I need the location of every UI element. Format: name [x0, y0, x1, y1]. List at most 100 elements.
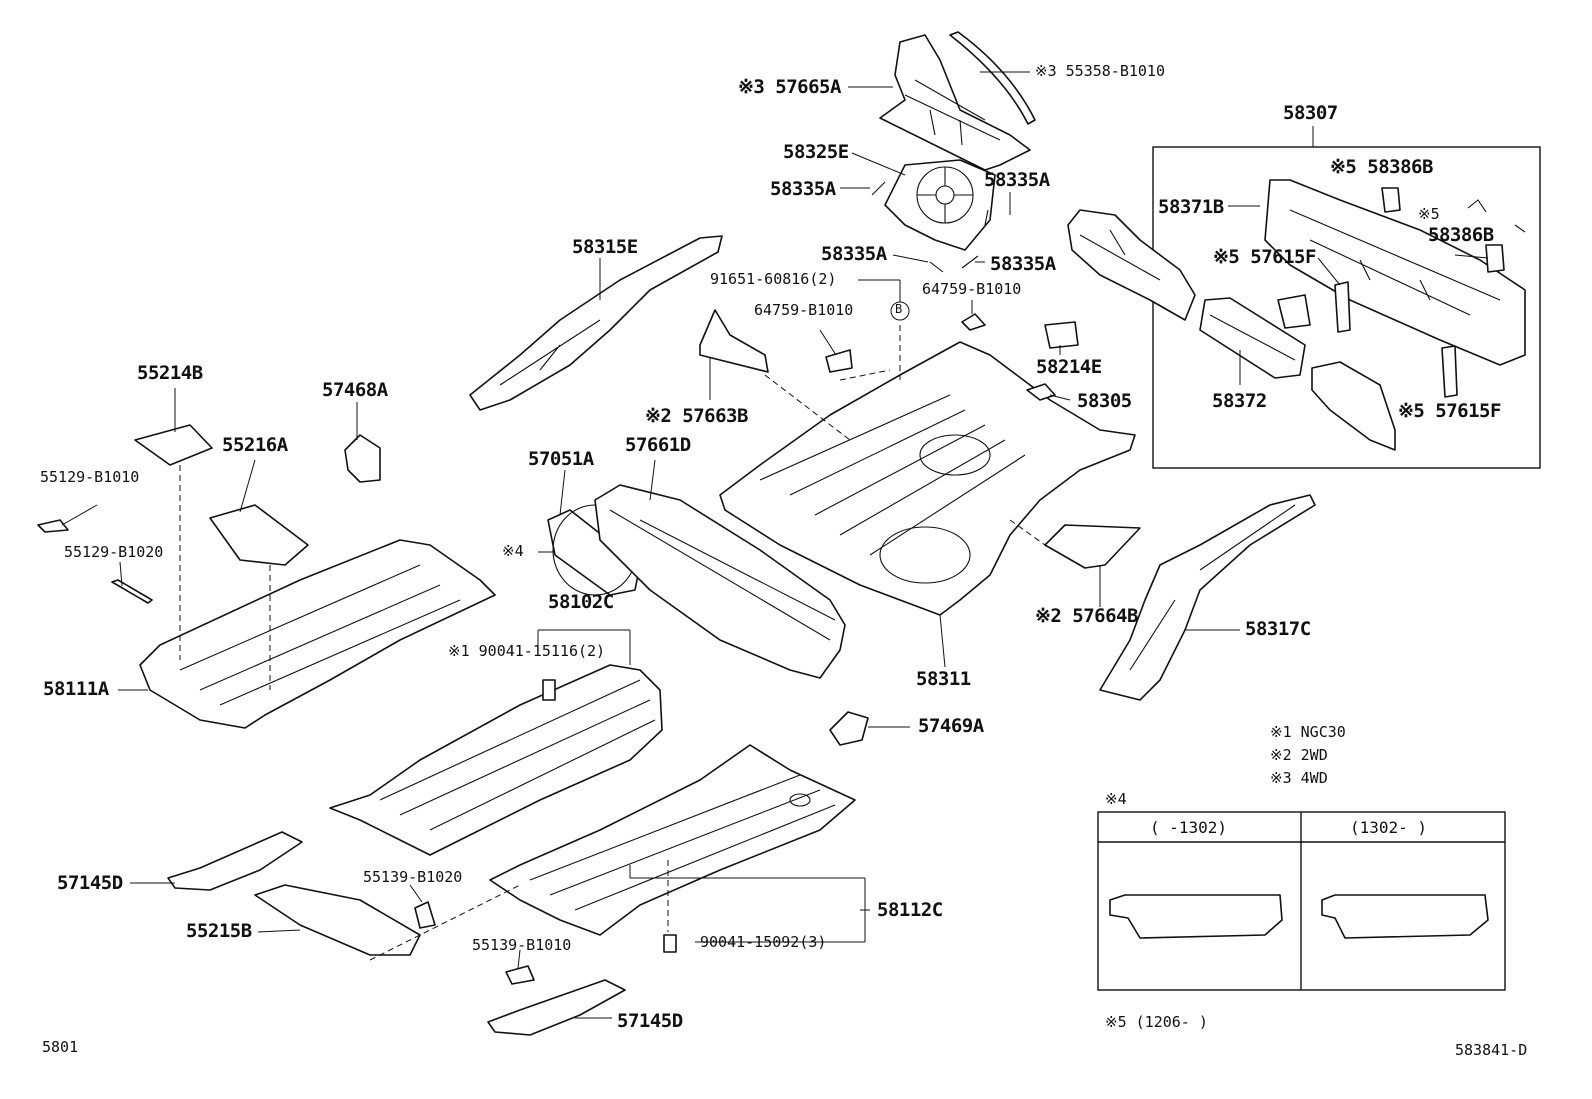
label-57664B: ※2 57664B: [1035, 605, 1138, 627]
label-58315E: 58315E: [572, 236, 638, 258]
label-64759-B1010-left: 64759-B1010: [754, 301, 854, 319]
label-58386B-1: ※5 58386B: [1330, 156, 1433, 178]
part-58386B-1[interactable]: [1381, 187, 1401, 213]
label-57615F-1: ※5 57615F: [1213, 246, 1316, 268]
table4-col1-head: ( -1302): [1150, 818, 1228, 837]
label-58335A-2: 58335A: [984, 169, 1050, 191]
callout-b-letter: B: [895, 302, 903, 316]
label-90041-15092: 90041-15092(3): [700, 933, 827, 951]
part-55139-B1010[interactable]: [505, 965, 535, 985]
label-57665A: ※3 57665A: [738, 76, 841, 98]
label-58111A: 58111A: [43, 678, 109, 700]
part-58305[interactable]: [1026, 383, 1056, 401]
label-58317C: 58317C: [1245, 618, 1311, 640]
part-58311[interactable]: [719, 341, 1136, 616]
label-57468A: 57468A: [322, 379, 388, 401]
part-57661D[interactable]: [594, 484, 846, 679]
label-55129-B1020: 55129-B1020: [64, 543, 164, 561]
part-58317C[interactable]: [1099, 494, 1316, 701]
part-57615F-1[interactable]: [1334, 281, 1351, 333]
note-3: ※3 4WD: [1270, 769, 1328, 787]
label-57615F-2: ※5 57615F: [1398, 400, 1501, 422]
part-57665A[interactable]: [879, 34, 1031, 171]
footer-right-code: 583841-D: [1455, 1041, 1528, 1059]
part-55214B[interactable]: [134, 424, 213, 466]
note-1: ※1 NGC30: [1270, 723, 1346, 741]
label-57145D-1: 57145D: [57, 872, 123, 894]
part-57664B[interactable]: [1044, 524, 1141, 569]
label-58335A-1: 58335A: [770, 178, 836, 200]
label-55216A: 55216A: [222, 434, 288, 456]
note-5: ※5 (1206- ): [1105, 1013, 1208, 1031]
label-55358-B1010: ※3 55358-B1010: [1035, 62, 1165, 80]
part-57469A[interactable]: [829, 711, 869, 746]
group-box-58307: [1152, 146, 1541, 469]
part-rear-bracket-right[interactable]: [1311, 361, 1396, 451]
label-58214E: 58214E: [1036, 356, 1102, 378]
label-58335A-3: 58335A: [821, 243, 887, 265]
part-57615F-2[interactable]: [1441, 345, 1458, 398]
part-58335A-4[interactable]: [961, 255, 979, 269]
bolt-90041-15092[interactable]: [663, 934, 677, 953]
label-57663B: ※2 57663B: [645, 405, 748, 427]
part-58335A-2[interactable]: [984, 209, 989, 226]
label-55139-B1010: 55139-B1010: [472, 936, 572, 954]
table4-col2-head: (1302- ): [1350, 818, 1428, 837]
label-90041-15116: ※1 90041-15116(2): [448, 642, 606, 660]
note-4: ※4: [1105, 790, 1127, 808]
part-57145D-1[interactable]: [167, 831, 303, 891]
part-58307-panel[interactable]: [1264, 179, 1526, 366]
part-58111A[interactable]: [139, 539, 496, 729]
part-55216A[interactable]: [209, 504, 309, 566]
part-58335A-1[interactable]: [871, 181, 886, 196]
label-91651-60816: 91651-60816(2): [710, 270, 837, 288]
label-58325E: 58325E: [783, 141, 849, 163]
part-58214E[interactable]: [1044, 321, 1079, 349]
label-58102C: 58102C: [548, 591, 614, 613]
callout-circle-b: [890, 301, 910, 321]
part-57468A[interactable]: [344, 434, 381, 483]
part-58335A-3[interactable]: [929, 261, 944, 273]
label-mark-4: ※4: [502, 542, 524, 560]
part-58386B-2[interactable]: [1485, 244, 1505, 273]
part-57663B[interactable]: [699, 309, 769, 373]
label-58371B: 58371B: [1158, 196, 1224, 218]
label-57469A: 57469A: [918, 715, 984, 737]
label-58386B-2: 58386B: [1428, 224, 1494, 246]
leader-lines: [61, 71, 1489, 1019]
label-58311: 58311: [916, 668, 971, 690]
part-64759-B1010-left[interactable]: [825, 349, 853, 373]
part-57145D-2[interactable]: [487, 979, 626, 1036]
part-58371B[interactable]: [1067, 209, 1196, 321]
label-57145D-2: 57145D: [617, 1010, 683, 1032]
label-58307: 58307: [1283, 102, 1338, 124]
part-small-bracket[interactable]: [1277, 294, 1311, 329]
label-55139-B1020: 55139-B1020: [363, 868, 463, 886]
part-57051A[interactable]: [547, 509, 641, 596]
variant-table-4: [1097, 811, 1506, 991]
part-55129-B1020[interactable]: [111, 579, 153, 604]
part-58112C[interactable]: [489, 744, 856, 936]
label-58335A-4: 58335A: [990, 253, 1056, 275]
bolt-90041-15116[interactable]: [542, 679, 556, 701]
part-58325E[interactable]: [884, 159, 996, 251]
label-64759-B1010-right: 64759-B1010: [922, 280, 1022, 298]
part-55215B[interactable]: [254, 884, 421, 956]
label-57661D: 57661D: [625, 434, 691, 456]
note-2: ※2 2WD: [1270, 746, 1328, 764]
part-55358-B1010[interactable]: [949, 31, 1036, 125]
label-58112C: 58112C: [877, 899, 943, 921]
label-58386B-2-mark: ※5: [1418, 205, 1440, 223]
label-55215B: 55215B: [186, 920, 252, 942]
label-58372: 58372: [1212, 390, 1267, 412]
part-58315E[interactable]: [469, 235, 723, 411]
part-55129-B1010[interactable]: [37, 519, 69, 533]
part-64759-B1010-right[interactable]: [961, 313, 986, 331]
part-58102C[interactable]: [329, 664, 663, 856]
part-58372[interactable]: [1199, 297, 1306, 379]
footer-left-code: 5801: [42, 1038, 79, 1056]
part-55139-B1020[interactable]: [414, 901, 436, 929]
part-58386B-clip[interactable]: [1467, 199, 1526, 233]
label-57051A: 57051A: [528, 448, 594, 470]
